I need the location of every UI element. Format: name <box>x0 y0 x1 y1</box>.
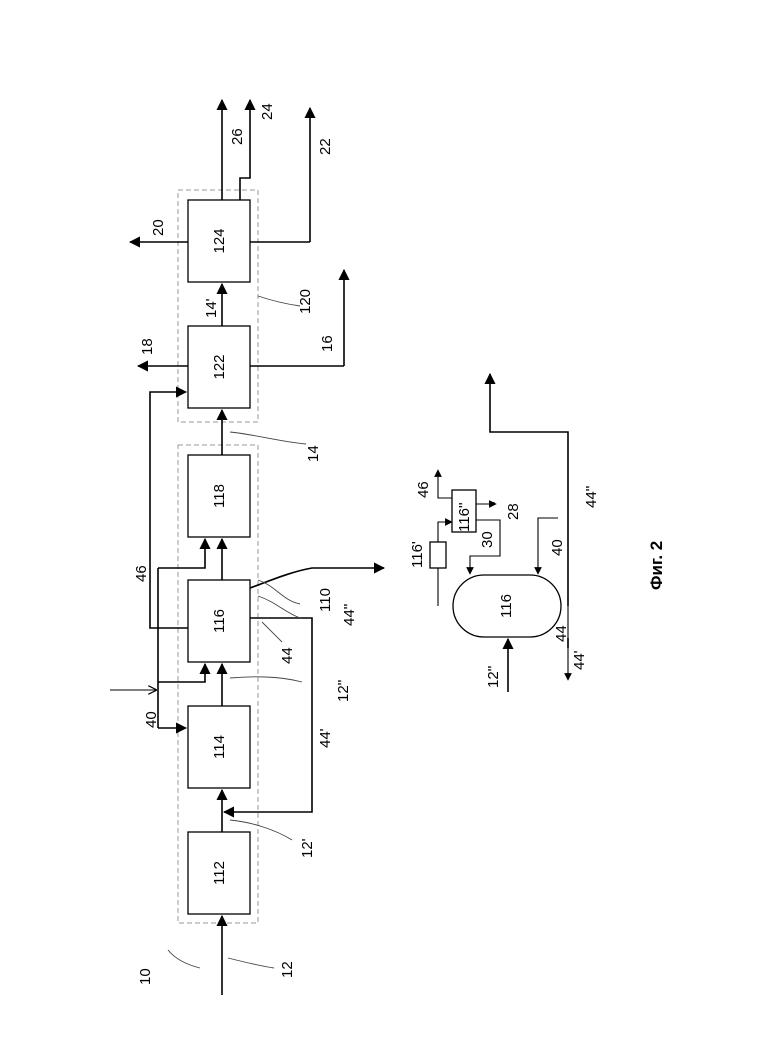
block-116p-label: 116' <box>409 541 426 568</box>
label-14: 14 <box>305 445 322 462</box>
label-16: 16 <box>319 335 336 352</box>
leader-44pp <box>258 596 300 618</box>
label-12pp: 12'' <box>335 679 352 702</box>
label-14p: 14' <box>203 298 220 318</box>
label-12: 12 <box>279 961 296 978</box>
detail-label-12pp: 12'' <box>485 665 502 688</box>
leader-120 <box>258 296 300 306</box>
stream-40-to-118 <box>158 539 205 568</box>
label-26: 26 <box>229 128 246 145</box>
detail-label-30: 30 <box>479 531 496 548</box>
detail-label-28: 28 <box>505 503 522 520</box>
stream-110-line <box>250 568 384 588</box>
leader-10 <box>168 950 200 968</box>
detail-label-44pp: 44'' <box>583 485 600 508</box>
block-124-label: 124 <box>211 228 228 253</box>
stream-24-line <box>240 100 250 200</box>
label-20: 20 <box>150 219 167 236</box>
block-122-label: 122 <box>211 354 228 379</box>
label-44pp: 44'' <box>341 603 358 626</box>
figure-caption: Фиг. 2 <box>647 541 666 590</box>
stream-40-to-116 <box>158 664 205 682</box>
vessel-116-label: 116 <box>498 594 515 618</box>
block-112-label: 112 <box>211 861 228 885</box>
label-40: 40 <box>143 711 160 728</box>
detail-label-46: 46 <box>415 481 432 498</box>
detail-stream-46 <box>438 470 452 498</box>
label-22: 22 <box>317 138 334 155</box>
label-18: 18 <box>139 338 156 355</box>
label-10: 10 <box>137 968 154 985</box>
block-116-label: 116 <box>211 609 228 633</box>
block-116p <box>430 542 446 568</box>
label-44: 44 <box>279 647 296 664</box>
block-114-label: 114 <box>211 735 228 759</box>
leader-14 <box>230 432 306 444</box>
label-120: 120 <box>297 289 314 314</box>
leader-44 <box>262 622 282 642</box>
leader-12 <box>228 958 274 968</box>
leader-110 <box>258 580 300 604</box>
block-118-label: 118 <box>211 484 228 508</box>
label-24: 24 <box>259 103 276 120</box>
detail-label-40: 40 <box>549 539 566 556</box>
stream-46-line <box>150 392 188 628</box>
label-46: 46 <box>133 565 150 582</box>
label-44p: 44' <box>317 728 334 748</box>
detail-label-44p: 44' <box>571 650 588 670</box>
label-110: 110 <box>317 588 334 612</box>
leader-12pp <box>230 677 302 682</box>
detail-stream-44pp <box>490 374 568 606</box>
detail-116p-to-116pp <box>438 522 452 542</box>
label-12p: 12' <box>299 838 316 858</box>
block-116pp-label: 116'' <box>456 502 473 532</box>
